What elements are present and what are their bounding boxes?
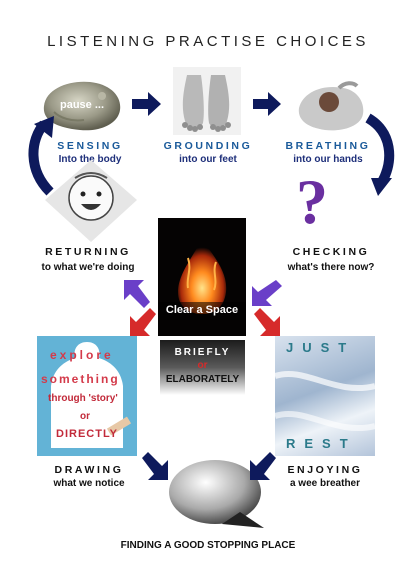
pebble-image	[160, 452, 270, 532]
breathing-label: BREATHING	[285, 140, 371, 152]
card-line-something: something	[41, 372, 120, 386]
elaborately-text: ELABORATELY	[165, 374, 240, 385]
drawing-card	[37, 336, 137, 456]
fire-label-bar	[158, 302, 246, 320]
breathing-sub: into our hands	[293, 154, 363, 165]
sensing-sub: Into the body	[58, 154, 122, 165]
checking-sub: what's there now?	[287, 262, 375, 273]
sensing-label: SENSING	[57, 140, 123, 152]
grounding-sub: into our feet	[179, 154, 237, 165]
question-mark-icon: ?	[296, 166, 328, 237]
arrow-checking-to-center	[252, 280, 282, 306]
card-line-directly: DIRECTLY	[56, 428, 118, 440]
drawing-label: DRAWING	[54, 464, 124, 476]
card-line-explore: explore	[50, 348, 114, 362]
card-line-story: through 'story'	[48, 393, 118, 404]
briefly-text: BRIEFLY	[174, 347, 231, 358]
drawing-sub: what we notice	[53, 478, 125, 489]
card-bottom-text: REST	[286, 436, 357, 451]
or-text: or	[197, 360, 208, 371]
fire-label: Clear a Space	[165, 304, 239, 316]
card-top-text: JUST	[286, 340, 356, 355]
returning-label: RETURNING	[45, 246, 131, 258]
page-title: LISTENING PRACTISE CHOICES	[47, 33, 369, 50]
card-line-or: or	[80, 411, 90, 422]
arrow-center-to-enjoying	[254, 308, 280, 336]
arrow-sensing-to-grounding	[132, 92, 161, 116]
arrow-grounding-to-breathing	[253, 92, 281, 116]
grounding-label: GROUNDING	[163, 140, 253, 152]
stone-image	[40, 76, 124, 134]
arrow-center-to-returning	[124, 280, 150, 308]
checking-label: CHECKING	[292, 246, 370, 258]
stopping-label: FINDING A GOOD STOPPING PLACE	[120, 540, 296, 551]
enjoying-sub: a wee breather	[289, 478, 361, 489]
returning-sub: to what we're doing	[41, 262, 135, 273]
baby-image	[45, 160, 137, 242]
enjoying-label: ENJOYING	[287, 464, 363, 476]
hand-image	[293, 68, 369, 136]
center-panel	[160, 340, 245, 395]
water-card	[275, 336, 375, 456]
arrow-center-to-drawing	[130, 308, 156, 336]
stone-text: pause ...	[60, 99, 105, 111]
feet-image	[173, 67, 241, 135]
